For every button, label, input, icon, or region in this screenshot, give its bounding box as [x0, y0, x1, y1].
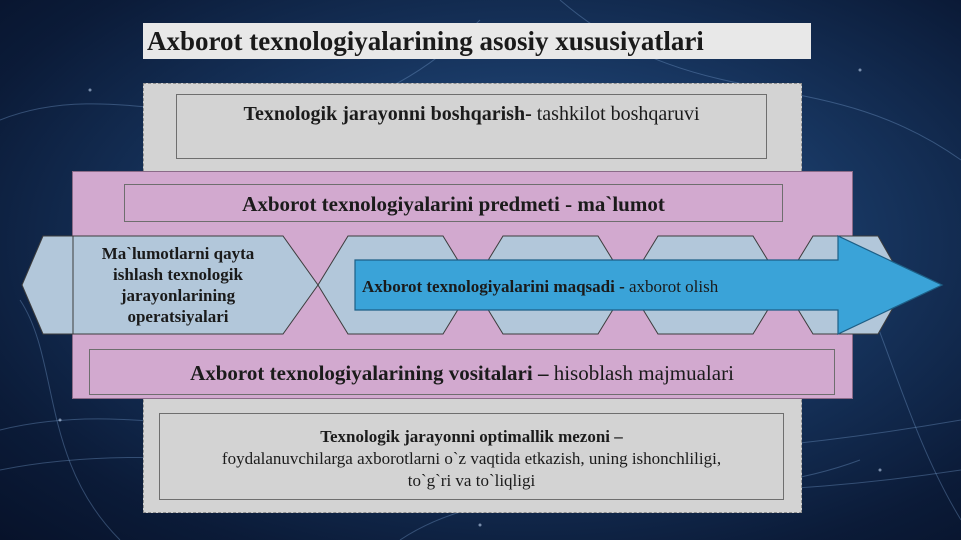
slide-title: Axborot texnologiyalarining asosiy xusus…: [143, 23, 811, 59]
operations-line-1: Ma`lumotlarni qayta: [101, 243, 255, 263]
goal-label-bold: Axborot texnologiyalarini maqsadi -: [362, 277, 629, 296]
optimality-box: Texnologik jarayonni optimallik mezoni –…: [159, 413, 784, 500]
tools-value: hisoblash majmualari: [548, 361, 734, 385]
optimality-line-2: foydalanuvchilarga axborotlarni o`z vaqt…: [221, 449, 722, 468]
tools-label: Axborot texnologiyalarining vositalari –: [190, 361, 549, 385]
operations-line-4: operatsiyalari: [127, 306, 229, 326]
optimality-label: Texnologik jarayonni optimallik mezoni –: [320, 427, 623, 446]
subject-box: Axborot texnologiyalarini predmeti - ma`…: [124, 184, 783, 222]
management-box: Texnologik jarayonni boshqarish- tashkil…: [176, 94, 767, 159]
management-label: Texnologik jarayonni boshqarish-: [243, 103, 532, 125]
goal-arrow: [354, 235, 944, 335]
goal-label-value: axborot olish: [628, 277, 719, 296]
tools-box: Axborot texnologiyalarining vositalari –…: [89, 349, 835, 395]
operations-label: Ma`lumotlarni qayta ishlash texnologik j…: [73, 236, 283, 333]
operations-line-2: ishlash texnologik: [113, 264, 243, 284]
hexagon-1: [21, 235, 74, 335]
management-value: tashkilot boshqaruvi: [531, 103, 700, 125]
optimality-line-3: to`g`ri va to`liqligi: [407, 471, 536, 490]
operations-line-3: jarayonlarining: [120, 285, 236, 305]
goal-label: Axborot texnologiyalarini maqsadi - axbo…: [362, 270, 822, 304]
